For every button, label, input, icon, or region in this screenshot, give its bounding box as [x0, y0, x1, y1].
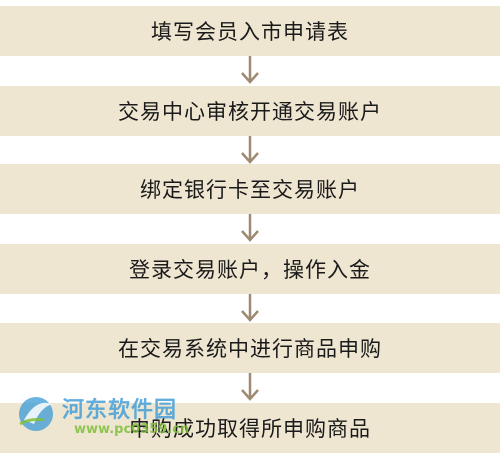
arrow-down-icon	[237, 136, 263, 166]
step-3-box: 绑定银行卡至交易账户	[0, 164, 500, 214]
step-5-label: 在交易系统中进行商品申购	[118, 337, 382, 361]
step-1-box: 填写会员入市申请表	[0, 6, 500, 56]
arrow-down-icon	[237, 373, 263, 403]
arrow-down-icon	[237, 214, 263, 244]
arrow-down-icon	[237, 56, 263, 86]
step-6-box: 申购成功取得所申购商品	[0, 403, 500, 453]
step-4-box: 登录交易账户，操作入金	[0, 244, 500, 294]
step-2-box: 交易中心审核开通交易账户	[0, 86, 500, 136]
step-2-label: 交易中心审核开通交易账户	[118, 100, 382, 124]
step-4-label: 登录交易账户，操作入金	[129, 258, 371, 282]
step-3-label: 绑定银行卡至交易账户	[140, 178, 360, 202]
step-1-label: 填写会员入市申请表	[151, 20, 349, 44]
step-6-label: 申购成功取得所申购商品	[129, 417, 371, 441]
arrow-down-icon	[237, 294, 263, 324]
step-5-box: 在交易系统中进行商品申购	[0, 323, 500, 373]
